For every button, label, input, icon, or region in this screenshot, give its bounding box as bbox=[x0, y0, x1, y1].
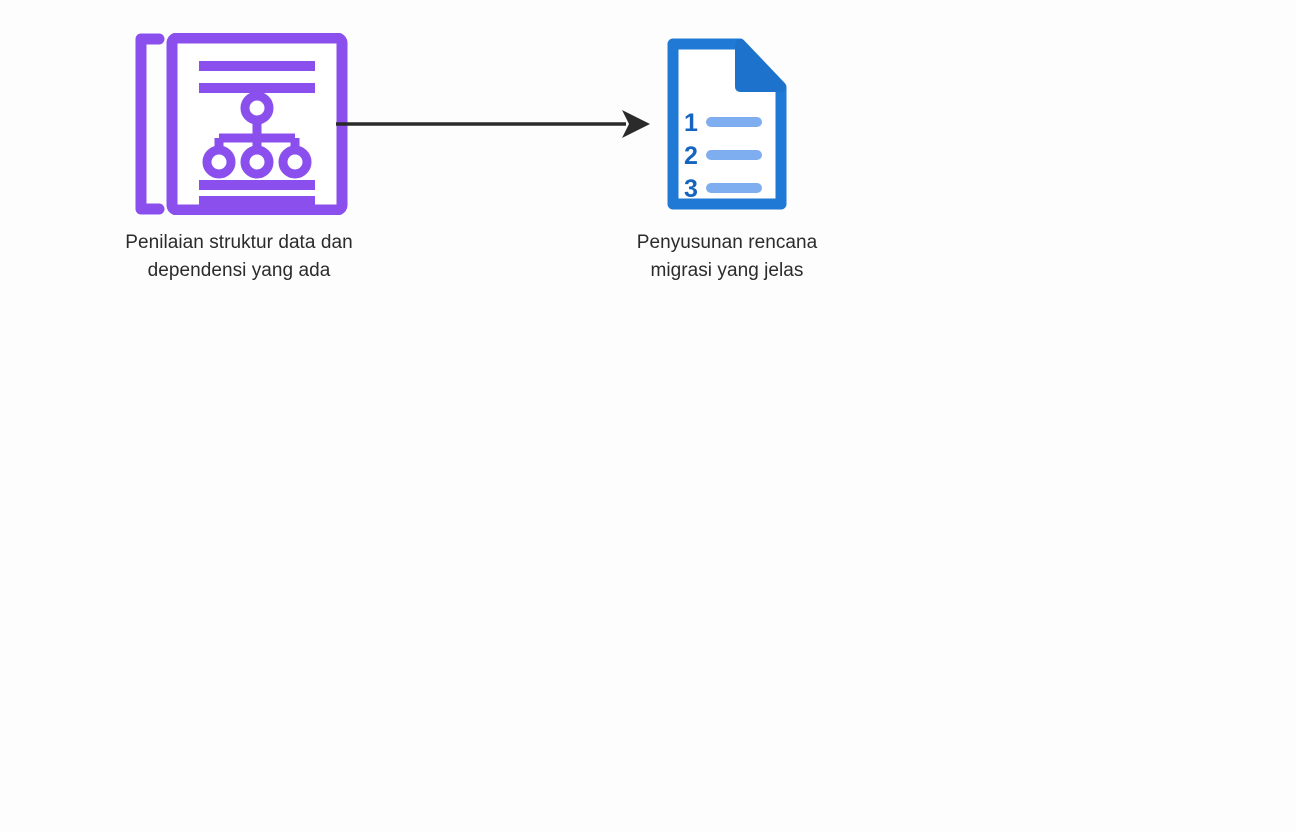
flow-step-plan[interactable]: 1 2 3 Penyusunan rencana migrasi yang je… bbox=[606, 33, 848, 284]
arrow-right-icon bbox=[336, 110, 650, 138]
numbered-list-document-icon: 1 2 3 bbox=[667, 38, 787, 210]
flow-step-plan-caption: Penyusunan rencana migrasi yang jelas bbox=[636, 232, 818, 281]
list-number-2: 2 bbox=[684, 142, 698, 170]
flow-step-assessment[interactable]: Penilaian struktur data dan dependensi y… bbox=[103, 33, 375, 284]
data-structure-document-icon bbox=[135, 33, 347, 215]
list-number-1: 1 bbox=[684, 109, 698, 137]
list-number-3: 3 bbox=[684, 175, 698, 203]
flow-step-assessment-caption: Penilaian struktur data dan dependensi y… bbox=[125, 232, 353, 281]
